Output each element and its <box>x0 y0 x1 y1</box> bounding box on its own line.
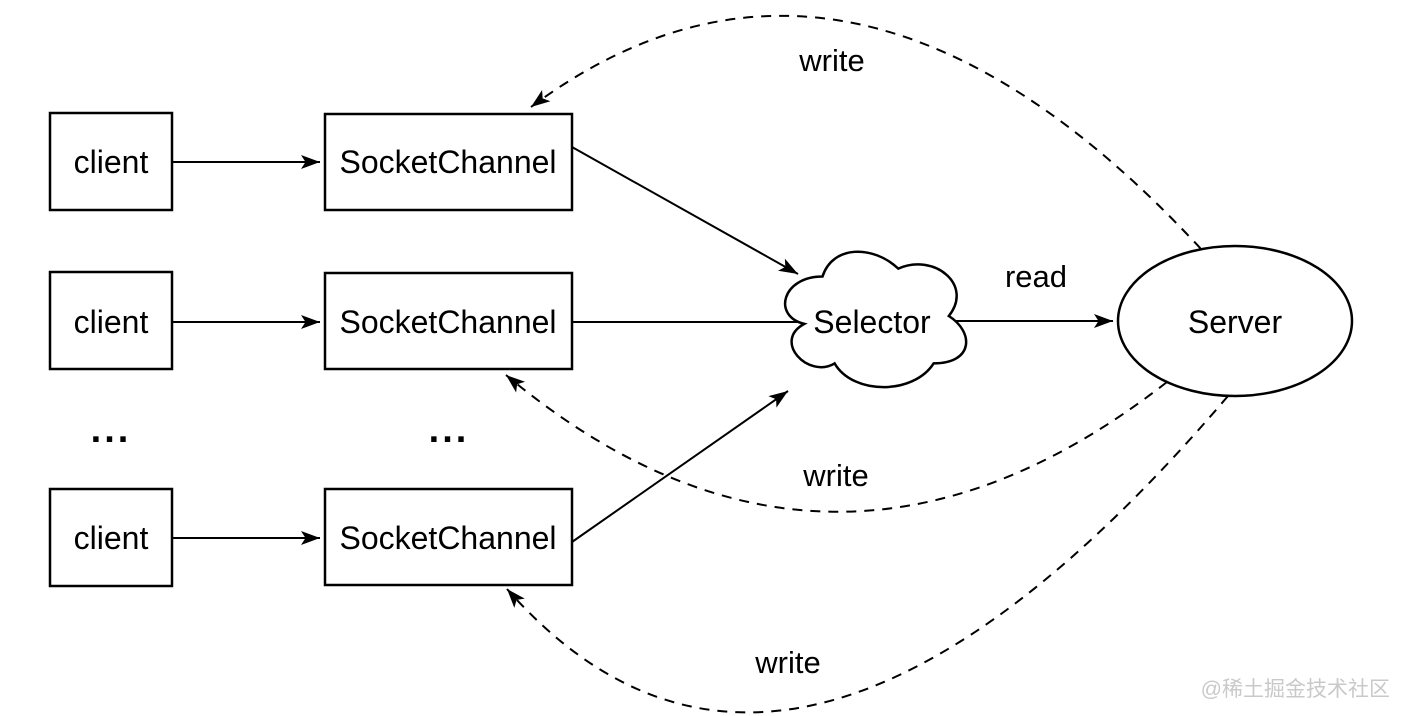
socketchannel-label-3: SocketChannel <box>339 520 556 556</box>
edge-socketchannel3-to-selector <box>571 390 789 543</box>
watermark: @稀土掘金技术社区 <box>1201 678 1390 701</box>
socketchannel-box-3 <box>323 487 574 587</box>
client-box-2 <box>48 270 174 371</box>
read-label: read <box>1005 259 1067 294</box>
write-label-top: write <box>798 43 864 78</box>
socketchannel-label-1: SocketChannel <box>339 144 556 180</box>
selector-label: Selector <box>813 304 931 340</box>
socketchannel-label-2: SocketChannel <box>339 304 556 340</box>
server-label: Server <box>1188 304 1283 340</box>
write-label-middle: write <box>802 458 868 493</box>
ellipsis-socketchannels: ... <box>429 409 470 451</box>
client-label-2: client <box>74 304 149 340</box>
edge-server-write-to-socketchannel2 <box>505 374 1168 513</box>
client-box-3 <box>48 487 174 588</box>
edge-socketchannel1-to-selector <box>571 146 799 275</box>
client-label-1: client <box>74 144 149 180</box>
ellipsis-clients: ... <box>91 409 132 451</box>
selector-cloud <box>784 250 968 389</box>
server-ellipse <box>1116 244 1354 398</box>
edge-server-write-to-socketchannel3 <box>506 395 1229 714</box>
edge-server-write-to-socketchannel1 <box>530 14 1202 250</box>
socketchannel-box-2 <box>323 271 574 371</box>
socketchannel-box-1 <box>323 112 574 212</box>
write-label-bottom: write <box>754 645 820 680</box>
client-label-3: client <box>74 520 149 556</box>
